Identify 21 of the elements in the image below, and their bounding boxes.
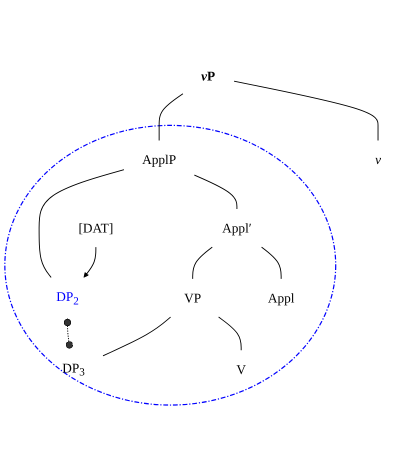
tree-branch-line [261, 246, 282, 280]
curved-arrow [84, 246, 96, 278]
dashed-curve [64, 318, 74, 350]
tree-node-label: v [375, 152, 381, 168]
tree-branch-line [194, 174, 238, 210]
tree-node-label: ApplP [142, 152, 176, 168]
tree-node-label: DP$_{2}$ [56, 288, 79, 307]
tree-branch-line [234, 80, 378, 141]
tree-node-label: Appl [268, 290, 294, 306]
tree-branch-line [218, 316, 242, 351]
tree-node-label: VP [184, 290, 202, 306]
tree-node-label: vP [201, 68, 216, 84]
tree-node-label: [DAT] [78, 220, 114, 236]
tree-branch-line [192, 246, 213, 280]
dash-dot-circle [4, 124, 336, 406]
tree-node-label: DP$_{3}$ [62, 360, 85, 378]
tree-branch-line [158, 93, 184, 141]
tree-branch-line [38, 169, 124, 278]
tree-node-label: V [236, 362, 246, 377]
tree-branch-line [102, 316, 172, 356]
tree-node-label: Appl′ [222, 220, 252, 236]
